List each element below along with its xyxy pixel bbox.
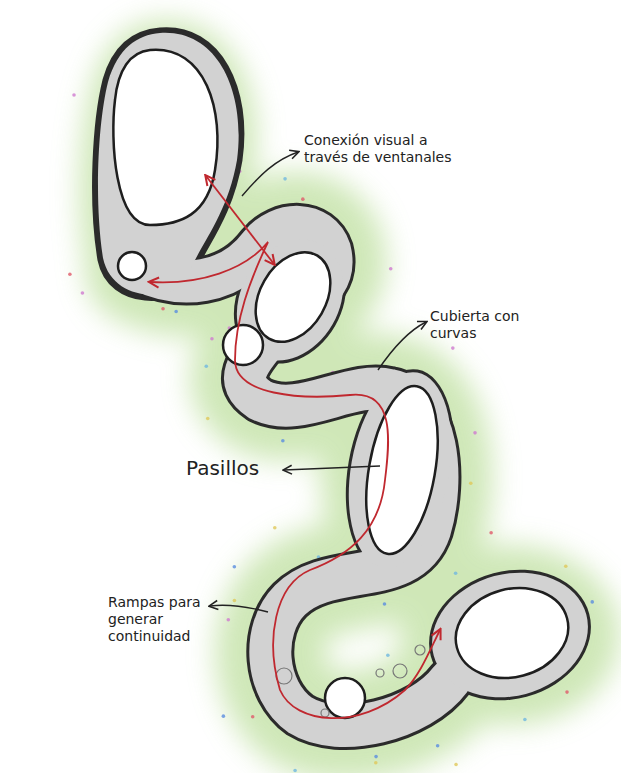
flower-dot <box>590 600 594 604</box>
flower-dot <box>204 364 208 368</box>
flower-dot <box>273 526 277 530</box>
vegetation <box>80 20 620 726</box>
flower-dot <box>283 177 287 181</box>
flower-dot <box>222 714 226 718</box>
flower-dot <box>386 653 390 657</box>
roof-outline <box>95 30 606 726</box>
annotation-label: Rampas para generar continuidad <box>108 594 208 645</box>
circulation-path <box>150 242 440 718</box>
flower-dot <box>564 564 568 568</box>
flower-dot <box>161 307 165 311</box>
columns <box>276 645 425 717</box>
flower-dot <box>565 690 569 694</box>
flower-dot <box>206 417 210 421</box>
flower-dot <box>523 718 527 722</box>
leader-lines <box>210 152 426 612</box>
flower-dot <box>301 197 305 201</box>
flower-dot <box>374 755 378 759</box>
curved-roof <box>98 33 602 726</box>
flower-dot <box>233 599 237 603</box>
flower-dot <box>454 571 458 575</box>
visual-link-arrow <box>206 176 274 264</box>
flower-dot <box>469 481 473 485</box>
flower-dot <box>383 602 387 606</box>
flower-dot <box>436 744 440 748</box>
flower-dot <box>81 291 85 295</box>
annotation-label: Conexión visual a través de ventanales <box>304 132 452 166</box>
flower-dot <box>174 310 178 314</box>
flower-dot <box>251 715 255 719</box>
flower-dot <box>210 337 214 341</box>
flower-dot <box>454 763 458 767</box>
flower-dot <box>374 761 378 765</box>
flower-dot <box>233 565 237 569</box>
flower-dot <box>489 531 493 535</box>
flower-dot <box>293 769 297 773</box>
flower-dot <box>227 618 231 622</box>
annotation-label: Cubierta con curvas <box>430 308 520 342</box>
flower-dot <box>281 439 285 443</box>
flower-dot <box>389 267 393 271</box>
flower-dot <box>451 346 455 350</box>
annotation-label: Pasillos <box>186 456 281 480</box>
flower-dot <box>68 272 72 276</box>
rooms <box>113 50 578 718</box>
flower-dot <box>72 93 76 97</box>
flower-dot <box>473 431 477 435</box>
